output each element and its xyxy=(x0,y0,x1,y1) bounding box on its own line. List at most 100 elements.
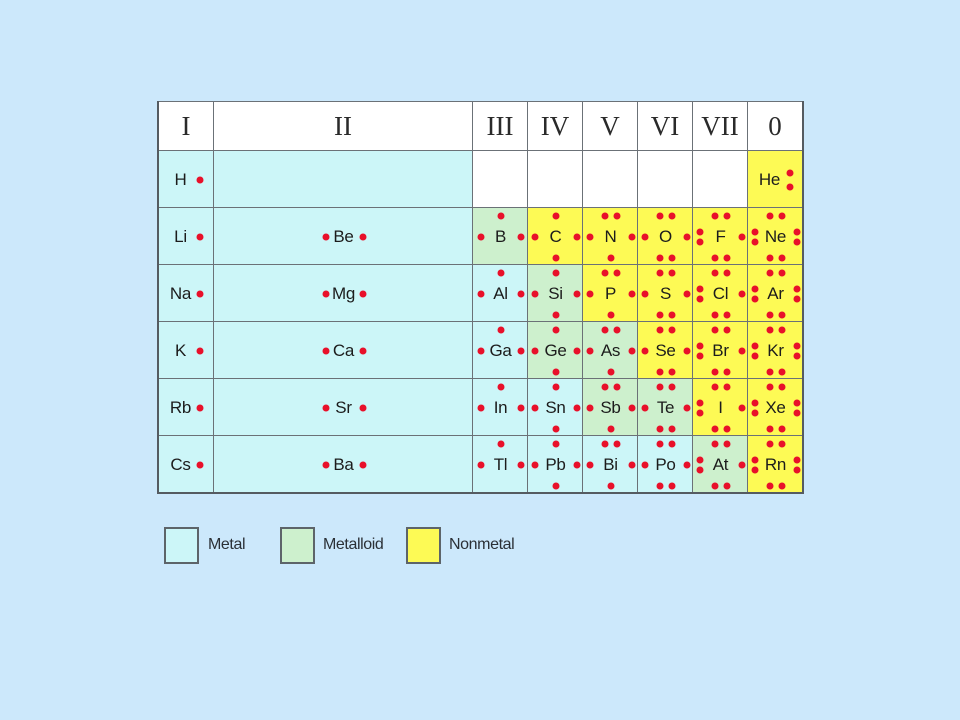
electron-dot xyxy=(751,409,758,416)
electron-dot xyxy=(497,212,504,219)
element-symbol: S xyxy=(659,283,672,303)
electron-dot xyxy=(196,347,203,354)
electron-dot xyxy=(723,440,730,447)
element-cell-tl: Tl xyxy=(472,435,528,493)
electron-dot xyxy=(668,326,675,333)
electron-dot xyxy=(517,461,524,468)
empty-cell xyxy=(582,150,638,208)
empty-cell xyxy=(527,150,583,208)
electron-dot xyxy=(628,461,635,468)
element-cell-i: I xyxy=(692,378,748,436)
element-symbol: Sr xyxy=(335,397,352,417)
electron-dot xyxy=(607,254,614,261)
legend-swatch-metal xyxy=(164,527,199,564)
electron-dot xyxy=(607,311,614,318)
electron-dot xyxy=(531,461,538,468)
element-cell-ba: Ba xyxy=(213,435,473,493)
electron-dot xyxy=(656,269,663,276)
electron-dot xyxy=(723,383,730,390)
group-header-0: 0 xyxy=(747,101,803,151)
electron-dot xyxy=(607,425,614,432)
electron-dot xyxy=(766,254,773,261)
element-cell-c: C xyxy=(527,207,583,265)
element-cell-cl: Cl xyxy=(692,264,748,322)
electron-dot xyxy=(359,404,366,411)
element-symbol: Bi xyxy=(603,454,618,474)
electron-dot xyxy=(778,254,785,261)
electron-dot xyxy=(656,368,663,375)
electron-dot xyxy=(723,254,730,261)
element-symbol: P xyxy=(604,283,617,303)
element-cell-xe: Xe xyxy=(747,378,803,436)
empty-cell xyxy=(472,150,528,208)
electron-dot xyxy=(552,254,559,261)
electron-dot xyxy=(711,482,718,489)
electron-dot xyxy=(668,311,675,318)
electron-dot xyxy=(322,347,329,354)
electron-dot xyxy=(196,404,203,411)
electron-dot xyxy=(778,482,785,489)
electron-dot xyxy=(723,311,730,318)
electron-dot xyxy=(477,290,484,297)
element-symbol: Kr xyxy=(767,340,784,360)
electron-dot xyxy=(668,269,675,276)
electron-dot xyxy=(751,352,758,359)
element-cell-al: Al xyxy=(472,264,528,322)
electron-dot xyxy=(751,228,758,235)
electron-dot xyxy=(656,425,663,432)
electron-dot xyxy=(322,290,329,297)
element-cell-li: Li xyxy=(158,207,214,265)
electron-dot xyxy=(766,440,773,447)
electron-dot xyxy=(696,399,703,406)
electron-dot xyxy=(683,461,690,468)
electron-dot xyxy=(751,342,758,349)
electron-dot xyxy=(778,383,785,390)
electron-dot xyxy=(683,404,690,411)
electron-dot xyxy=(552,482,559,489)
element-symbol: H xyxy=(174,169,187,189)
electron-dot xyxy=(723,269,730,276)
electron-dot xyxy=(766,269,773,276)
electron-dot xyxy=(359,461,366,468)
element-cell-at: At xyxy=(692,435,748,493)
element-cell-cs: Cs xyxy=(158,435,214,493)
electron-dot xyxy=(641,404,648,411)
table-frame-right xyxy=(802,101,804,494)
element-cell-se: Se xyxy=(637,321,693,379)
electron-dot xyxy=(766,368,773,375)
electron-dot xyxy=(696,228,703,235)
electron-dot xyxy=(359,290,366,297)
electron-dot xyxy=(656,212,663,219)
electron-dot xyxy=(723,326,730,333)
element-symbol: Al xyxy=(493,283,508,303)
electron-dot xyxy=(628,233,635,240)
element-symbol: Cl xyxy=(712,283,729,303)
electron-dot xyxy=(793,285,800,292)
electron-dot xyxy=(552,326,559,333)
electron-dot xyxy=(613,383,620,390)
electron-dot xyxy=(628,347,635,354)
electron-dot xyxy=(778,440,785,447)
element-cell-br: Br xyxy=(692,321,748,379)
group-header-label: 0 xyxy=(768,111,782,141)
element-cell-bi: Bi xyxy=(582,435,638,493)
electron-dot xyxy=(786,183,793,190)
electron-dot xyxy=(793,466,800,473)
element-symbol: Ca xyxy=(332,340,355,360)
electron-dot xyxy=(738,347,745,354)
electron-dot xyxy=(196,176,203,183)
element-cell-na: Na xyxy=(158,264,214,322)
electron-dot xyxy=(793,238,800,245)
empty-cell xyxy=(692,150,748,208)
electron-dot xyxy=(573,233,580,240)
electron-dot xyxy=(613,440,620,447)
electron-dot xyxy=(607,368,614,375)
electron-dot xyxy=(668,440,675,447)
electron-dot xyxy=(497,326,504,333)
electron-dot xyxy=(497,269,504,276)
group-header-V: V xyxy=(582,101,638,151)
electron-dot xyxy=(573,290,580,297)
electron-dot xyxy=(196,290,203,297)
element-cell-ca: Ca xyxy=(213,321,473,379)
